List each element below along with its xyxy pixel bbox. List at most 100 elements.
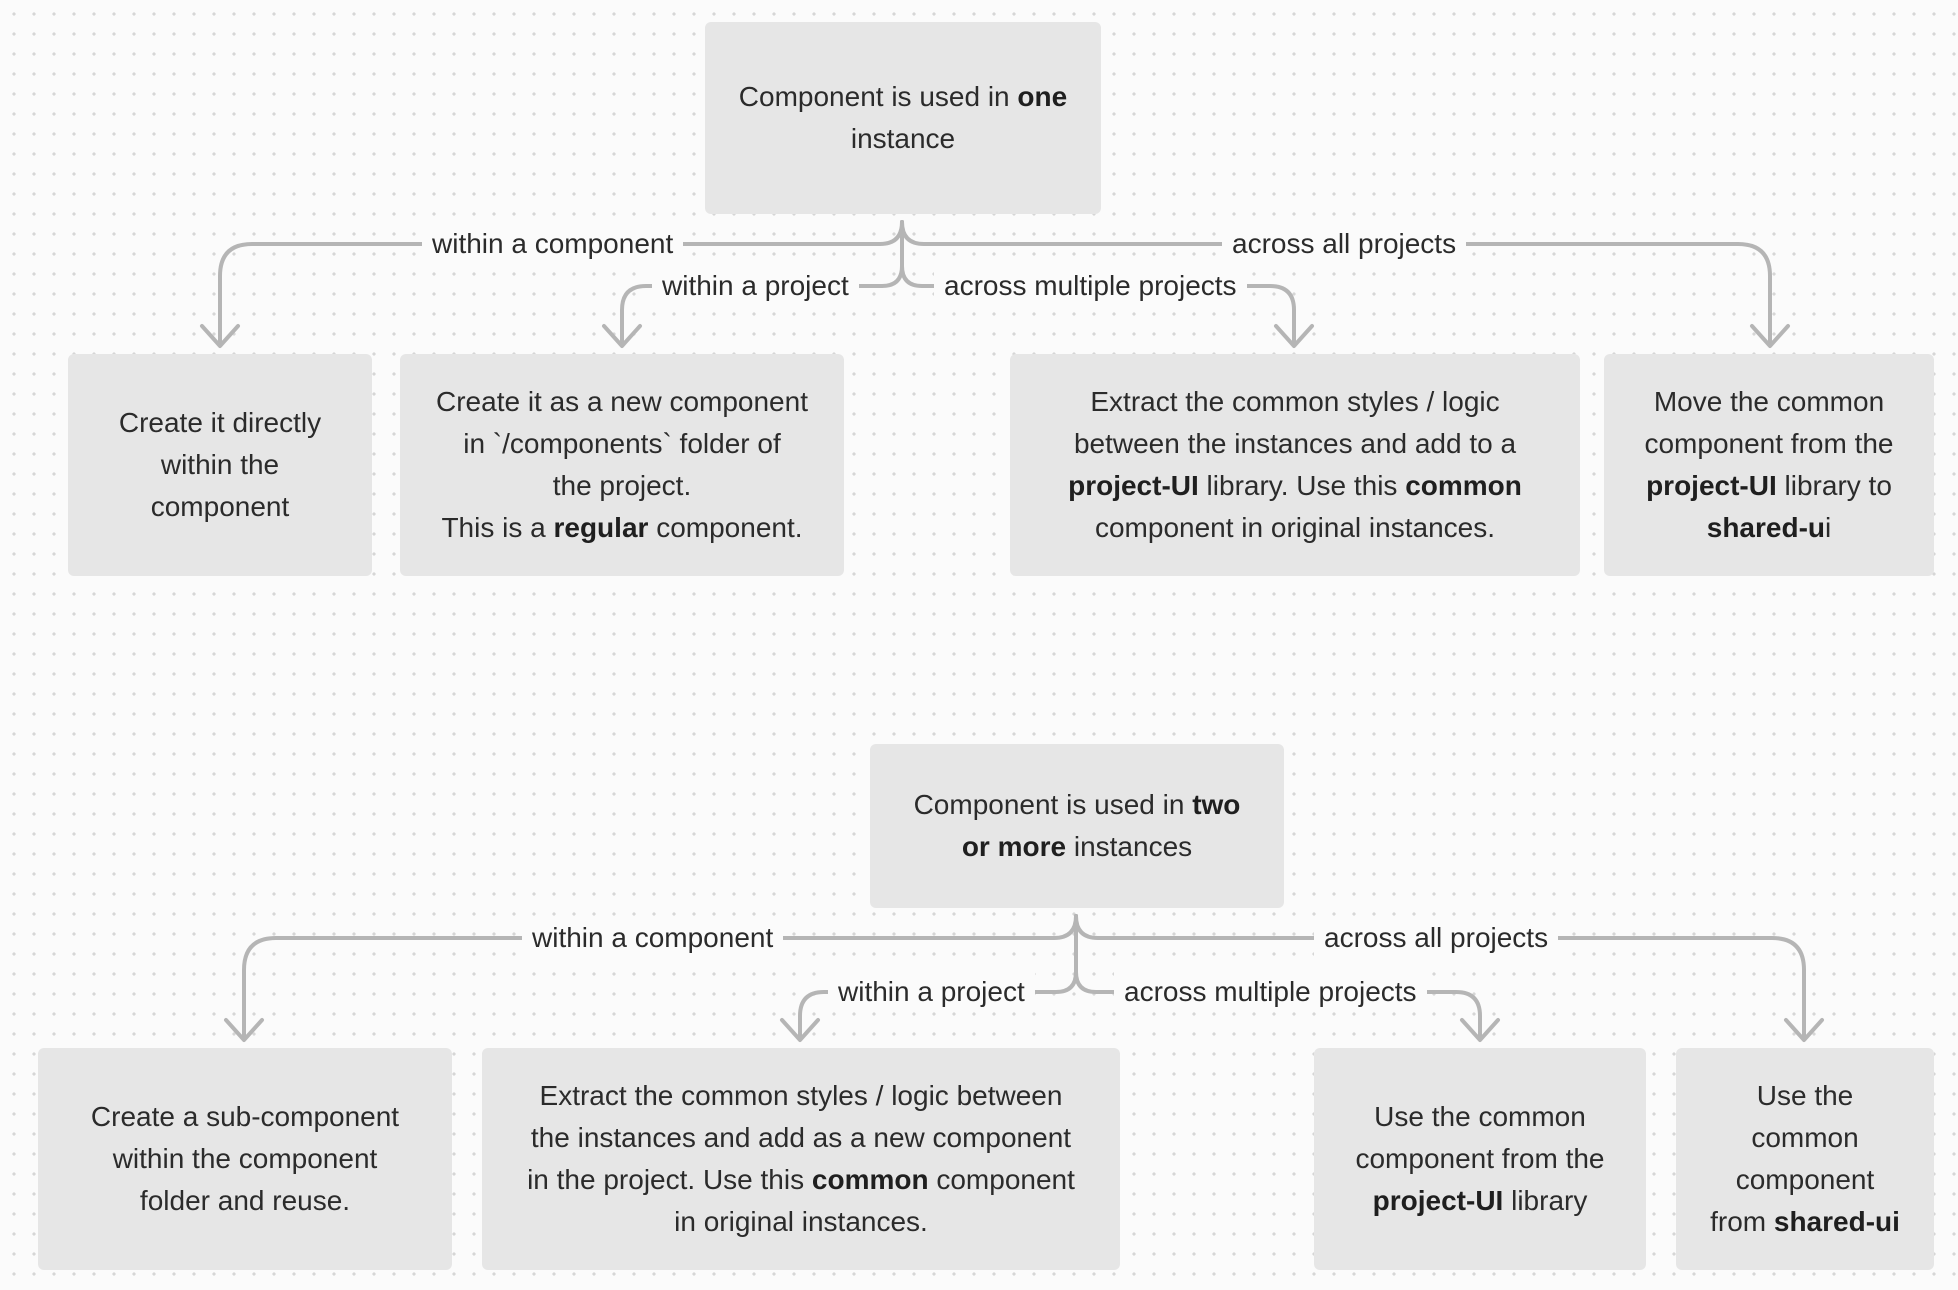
node-text: Extract the common styles / logic betwee… bbox=[527, 1075, 1075, 1243]
text-run: between the instances and add to a bbox=[1073, 428, 1517, 459]
text-run: This is a bbox=[441, 512, 554, 543]
node-text-line: from shared-ui bbox=[1710, 1201, 1900, 1243]
text-run: in original instances. bbox=[674, 1206, 928, 1237]
emphasis-text: common bbox=[1405, 470, 1522, 501]
node-text: Component is used in one instance bbox=[739, 76, 1067, 160]
text-run: i bbox=[1825, 512, 1832, 543]
node-text-line: Extract the common styles / logic betwee… bbox=[527, 1075, 1075, 1117]
node-text-line: component from the bbox=[1355, 1138, 1604, 1180]
node-text-line: in the project. Use this common componen… bbox=[527, 1159, 1075, 1201]
bottom-arrowhead-4 bbox=[1784, 1018, 1824, 1042]
node-text: Extract the common styles / logic between… bbox=[1068, 381, 1522, 549]
node-text-line: within the bbox=[119, 444, 321, 486]
bottom-edge-label-within-project: within a project bbox=[828, 972, 1035, 1012]
text-run: Extract the common styles / logic betwee… bbox=[539, 1080, 1063, 1111]
node-text: Create it as a new component in `/compone… bbox=[436, 381, 808, 549]
emphasis-text: shared-u bbox=[1706, 512, 1825, 543]
node-text-line: component bbox=[119, 486, 321, 528]
top-leaf-across-multiple: Extract the common styles / logic between… bbox=[1010, 354, 1580, 576]
emphasis-text: project-UI bbox=[1068, 470, 1199, 501]
text-run: Create it as a new component bbox=[436, 386, 808, 417]
top-leaf-within-component: Create it directly within the component bbox=[68, 354, 372, 576]
text-run: the instances and add as a new component bbox=[530, 1122, 1072, 1153]
text-run: Extract the common styles / logic bbox=[1090, 386, 1500, 417]
node-text-line: the project. bbox=[436, 465, 808, 507]
text-run: in `/components` folder of bbox=[463, 428, 781, 459]
top-arrowhead-1 bbox=[200, 324, 240, 348]
node-text: Component is used in two or more instance… bbox=[914, 784, 1241, 868]
text-run: Component is used in bbox=[738, 81, 1018, 112]
node-text-line: component bbox=[1710, 1159, 1900, 1201]
top-leaf-within-project: Create it as a new component in `/compone… bbox=[400, 354, 844, 576]
text-run: component bbox=[1735, 1164, 1875, 1195]
text-run: Use the common bbox=[1374, 1101, 1586, 1132]
node-text-line: in `/components` folder of bbox=[436, 423, 808, 465]
node-text-line: within the component bbox=[91, 1138, 399, 1180]
text-run: Use the bbox=[1756, 1080, 1854, 1111]
node-text-line: or more instances bbox=[914, 826, 1241, 868]
bottom-root-node: Component is used in two or more instance… bbox=[870, 744, 1284, 908]
bottom-edge-label-across-all: across all projects bbox=[1314, 918, 1559, 958]
top-leaf-across-all: Move the common component from the project… bbox=[1604, 354, 1934, 576]
top-arrowhead-2 bbox=[602, 324, 642, 348]
bottom-arrowhead-2 bbox=[780, 1018, 820, 1042]
bottom-edge-across-all bbox=[1074, 914, 1806, 1040]
node-text-line: Use the bbox=[1710, 1075, 1900, 1117]
top-edge-label-across-multiple: across multiple projects bbox=[934, 266, 1247, 306]
node-text-line: in original instances. bbox=[527, 1201, 1075, 1243]
node-text-line: Component is used in one bbox=[739, 76, 1067, 118]
emphasis-text: project-UI bbox=[1646, 470, 1777, 501]
node-text-line: component from the bbox=[1644, 423, 1893, 465]
text-run: component. bbox=[648, 512, 803, 543]
text-run: library to bbox=[1776, 470, 1892, 501]
node-text-line: component in original instances. bbox=[1068, 507, 1522, 549]
text-run: library. Use this bbox=[1198, 470, 1406, 501]
top-edge-label-within-project: within a project bbox=[652, 266, 859, 306]
node-text-line: Create a sub-component bbox=[91, 1096, 399, 1138]
node-text-line: project-UI library. Use this common bbox=[1068, 465, 1522, 507]
emphasis-text: two bbox=[1192, 789, 1241, 820]
top-edge-label-across-all: across all projects bbox=[1222, 224, 1467, 264]
node-text-line: Create it directly bbox=[119, 402, 321, 444]
text-run: Move the common bbox=[1653, 386, 1885, 417]
node-text-line: Extract the common styles / logic bbox=[1068, 381, 1522, 423]
node-text-line: folder and reuse. bbox=[91, 1180, 399, 1222]
text-run: component bbox=[150, 491, 290, 522]
text-run: within the bbox=[160, 449, 280, 480]
text-run: the project. bbox=[552, 470, 692, 501]
node-text-line: instance bbox=[739, 118, 1067, 160]
text-run: component bbox=[928, 1164, 1075, 1195]
node-text: Create a sub-component within the compone… bbox=[91, 1096, 399, 1222]
top-arrowhead-4 bbox=[1750, 324, 1790, 348]
emphasis-text: or more bbox=[961, 831, 1067, 862]
node-text-line: Use the common bbox=[1355, 1096, 1604, 1138]
bottom-leaf-within-component: Create a sub-component within the compone… bbox=[38, 1048, 452, 1270]
bottom-edge-label-within-component: within a component bbox=[522, 918, 784, 958]
text-run: instances bbox=[1066, 831, 1193, 862]
top-edge-within-component bbox=[218, 220, 904, 346]
text-run: Component is used in bbox=[913, 789, 1193, 820]
text-run: instance bbox=[850, 123, 956, 154]
bottom-arrowhead-3 bbox=[1460, 1018, 1500, 1042]
bottom-leaf-within-project: Extract the common styles / logic betwee… bbox=[482, 1048, 1120, 1270]
text-run: from bbox=[1710, 1206, 1774, 1237]
node-text-line: This is a regular component. bbox=[436, 507, 808, 549]
text-run: within the component bbox=[112, 1143, 378, 1174]
node-text-line: project-UI library to bbox=[1644, 465, 1893, 507]
node-text-line: the instances and add as a new component bbox=[527, 1117, 1075, 1159]
text-run: component from the bbox=[1644, 428, 1894, 459]
emphasis-text: one bbox=[1017, 81, 1068, 112]
node-text-line: between the instances and add to a bbox=[1068, 423, 1522, 465]
emphasis-text: shared-ui bbox=[1773, 1206, 1900, 1237]
bottom-edge-within-component bbox=[242, 914, 1078, 1040]
node-text-line: project-UI library bbox=[1355, 1180, 1604, 1222]
top-arrowhead-3 bbox=[1274, 324, 1314, 348]
node-text: Move the common component from the project… bbox=[1644, 381, 1893, 549]
text-run: in the project. Use this bbox=[527, 1164, 812, 1195]
text-run: library bbox=[1503, 1185, 1588, 1216]
